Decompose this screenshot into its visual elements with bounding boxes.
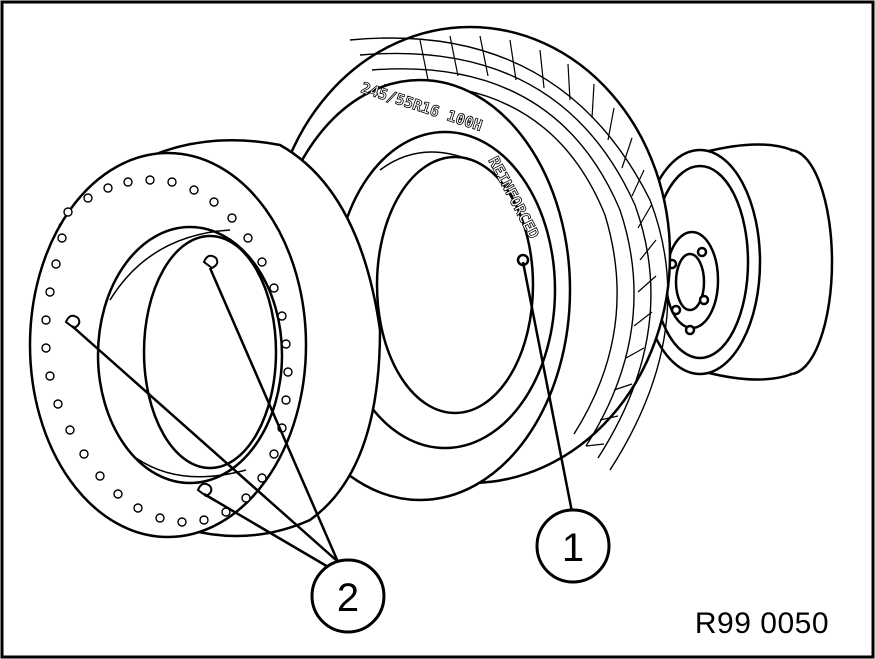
clip-bottom xyxy=(196,482,213,498)
callout-1-label: 1 xyxy=(562,526,584,570)
front-tire-ring xyxy=(28,138,382,539)
clip-top xyxy=(202,254,219,270)
leader-lines xyxy=(71,261,574,570)
callout-1: 1 xyxy=(535,508,611,584)
wheel-rim xyxy=(638,143,834,381)
callout-2-label: 2 xyxy=(337,576,359,620)
callout-2: 2 xyxy=(310,558,386,634)
figure-reference-code: R99 0050 xyxy=(694,607,829,640)
clip-left xyxy=(64,314,81,330)
